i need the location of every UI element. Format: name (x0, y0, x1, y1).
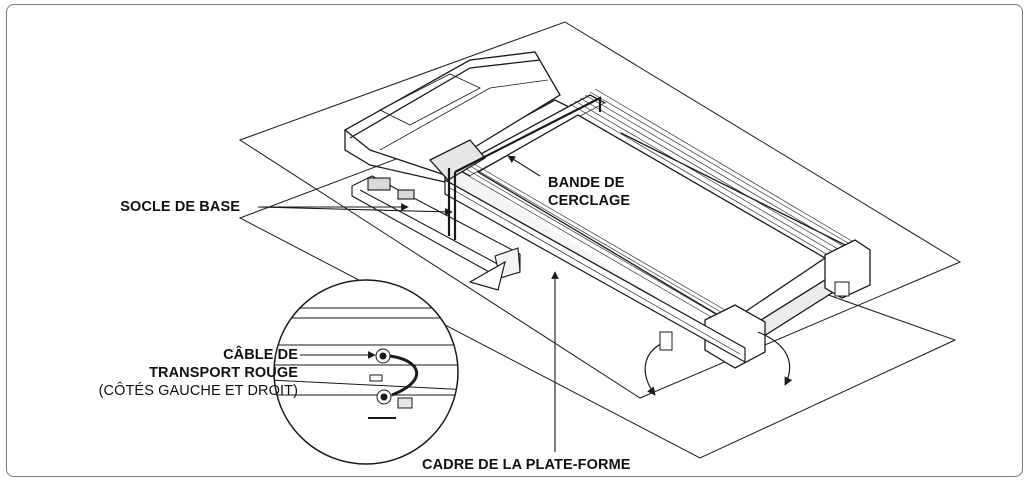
zoom-pointer (468, 260, 506, 291)
cable-label-line1: CÂBLE DE (223, 347, 298, 363)
bande-de-cerclage-label-line2: CERCLAGE (548, 193, 631, 209)
bande-de-cerclage-label-line1: BANDE DE (548, 175, 625, 191)
cable-label-line2: TRANSPORT ROUGE (149, 365, 298, 381)
strapping-band (447, 96, 602, 240)
treadmill-deck (443, 88, 871, 369)
leader-lines (257, 155, 559, 452)
packaging-sheets (238, 21, 962, 459)
base-stand (351, 175, 521, 279)
zoom-circle-icon (273, 279, 459, 465)
socle-de-base-label: SOCLE DE BASE (120, 199, 240, 215)
cable-note: (CÔTÉS GAUCHE ET DROIT) (98, 383, 298, 399)
cadre-plate-forme-label: CADRE DE LA PLATE-FORME (422, 457, 631, 473)
motor-hood (343, 51, 561, 183)
platform-frame (444, 178, 746, 364)
